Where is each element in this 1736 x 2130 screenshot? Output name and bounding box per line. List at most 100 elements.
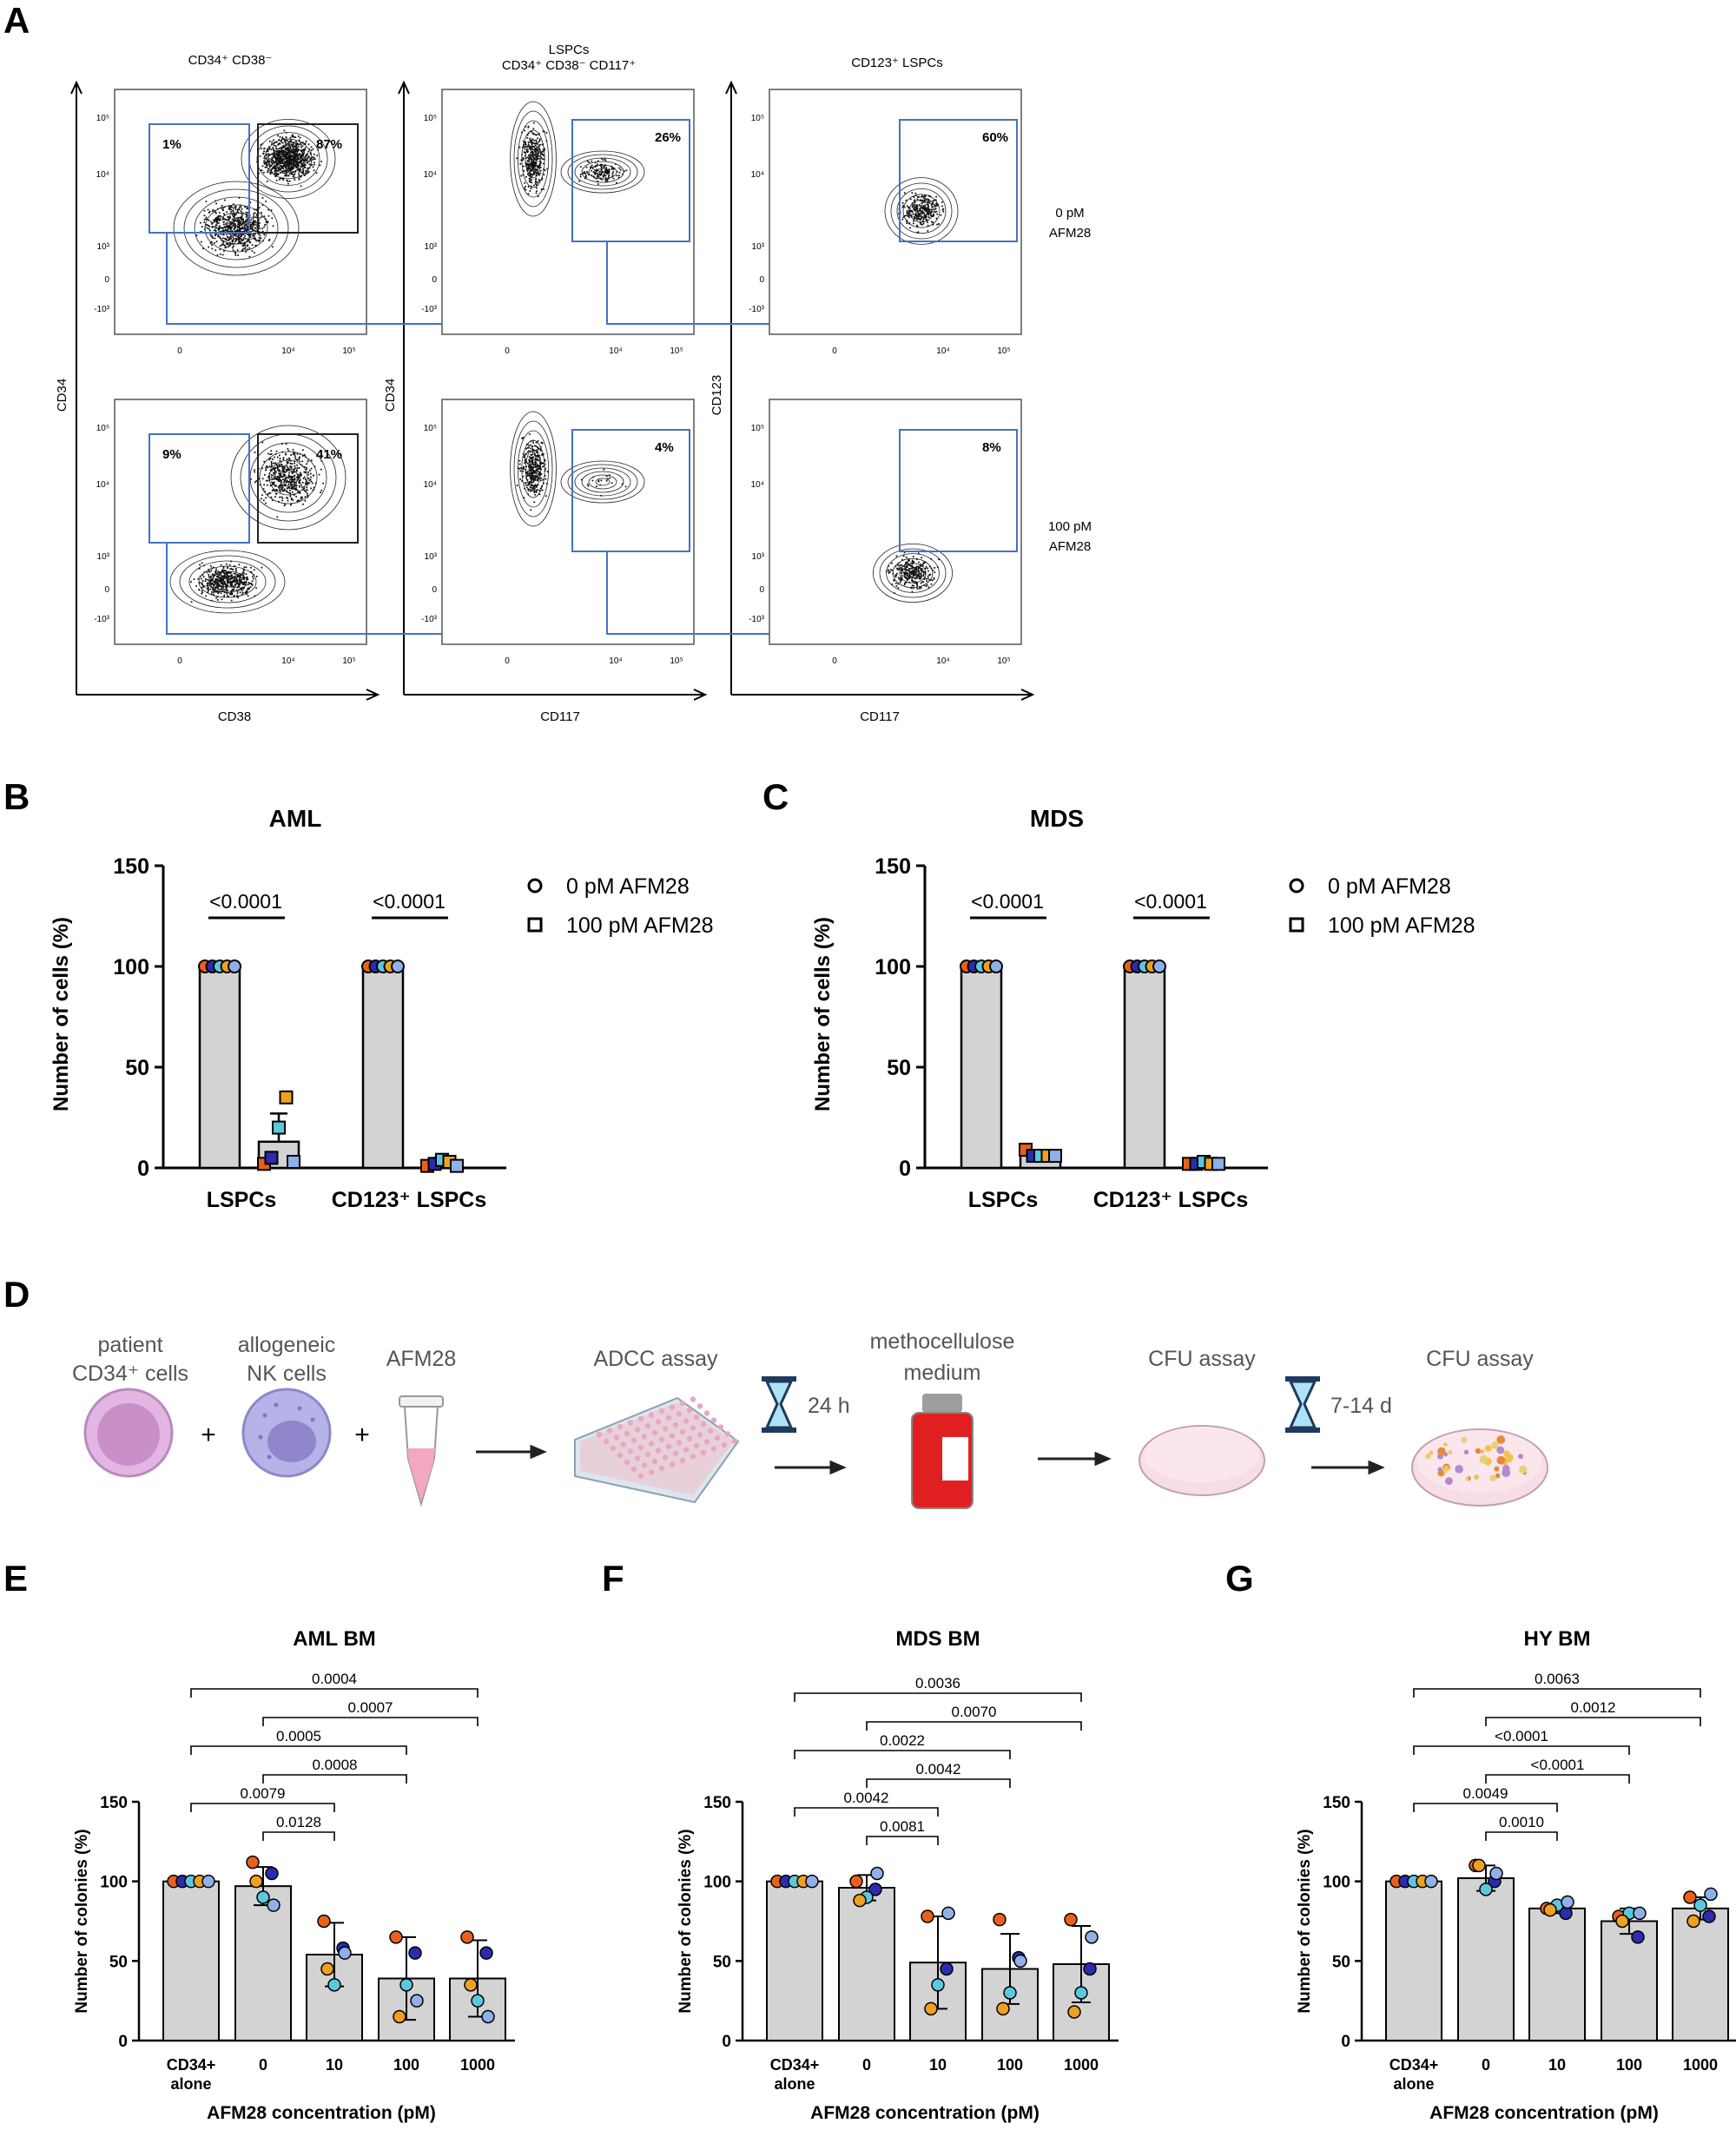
facs-event	[536, 449, 538, 452]
facs-event	[202, 576, 205, 578]
facs-event	[208, 219, 210, 221]
facs-event	[231, 240, 234, 242]
plate-well	[613, 1434, 620, 1441]
facs-event	[206, 227, 208, 229]
facs-event	[201, 590, 203, 592]
facs-event	[261, 441, 264, 444]
facs-event	[929, 200, 932, 202]
facs-event	[267, 159, 269, 162]
colony-dot	[1491, 1441, 1499, 1449]
facs-event	[279, 172, 281, 174]
facs-event	[220, 582, 222, 584]
p-value: 0.0042	[916, 1761, 961, 1777]
facs-event	[600, 479, 603, 482]
facs-event	[533, 142, 535, 144]
facs-event	[300, 156, 303, 159]
facs-event	[219, 576, 221, 578]
facs-event	[252, 216, 254, 219]
y-tick-label: 150	[113, 854, 149, 879]
facs-event	[538, 157, 541, 160]
plate-well	[665, 1415, 672, 1421]
y-tick-label: 0	[104, 585, 109, 595]
y-tick-label: 10⁴	[424, 170, 437, 180]
facs-event	[537, 155, 539, 158]
y-tick-label: 150	[100, 1794, 128, 1812]
comparison-bracket	[1485, 1831, 1558, 1841]
facs-event	[228, 223, 231, 225]
facs-event	[230, 592, 233, 595]
facs-event	[611, 173, 614, 175]
facs-event	[524, 187, 526, 189]
facs-event	[536, 134, 538, 136]
data-point	[1064, 1912, 1078, 1927]
facs-event	[922, 575, 925, 577]
facs-event	[298, 485, 300, 488]
facs-event	[908, 558, 910, 561]
y-tick-label: -10³	[749, 305, 764, 314]
facs-event	[222, 588, 225, 590]
facs-event	[261, 215, 263, 218]
facs-event	[234, 573, 237, 575]
facs-event	[292, 175, 294, 178]
facs-event	[202, 584, 204, 587]
facs-event	[533, 162, 535, 165]
facs-event	[248, 238, 250, 241]
facs-event	[527, 473, 529, 476]
facs-event	[539, 448, 542, 451]
facs-event	[215, 227, 218, 229]
facs-event	[538, 180, 540, 182]
facs-event	[522, 437, 525, 439]
facs-event	[234, 219, 237, 221]
facs-event	[534, 169, 537, 172]
facs-event	[310, 146, 313, 148]
facs-event	[530, 188, 532, 190]
nk-cell-icon	[241, 1388, 332, 1478]
x-tick-label: CD34+	[167, 2056, 216, 2074]
plate-well	[662, 1454, 669, 1461]
plate-well	[662, 1426, 669, 1432]
facs-event	[262, 499, 265, 502]
facs-event	[289, 491, 291, 494]
facs-event	[305, 468, 307, 471]
gate-connector	[166, 233, 477, 325]
facs-event	[530, 162, 532, 165]
facs-event	[532, 457, 535, 458]
p-value: 0.0063	[1535, 1671, 1580, 1687]
facs-event	[222, 209, 225, 212]
facs-event	[535, 147, 538, 149]
facs-event	[900, 571, 902, 574]
facs-event	[919, 572, 921, 575]
plate-well	[693, 1414, 700, 1421]
facs-event	[249, 228, 252, 230]
facs-event	[296, 161, 299, 163]
bar	[234, 1885, 292, 2042]
facs-contour	[525, 139, 542, 179]
y-tick-label: -10³	[749, 615, 764, 624]
facs-event	[911, 578, 914, 581]
p-value: 0.0004	[312, 1671, 357, 1687]
facs-event	[915, 583, 918, 585]
facs-event	[579, 175, 582, 178]
facs-event	[283, 504, 286, 507]
facs-event	[905, 214, 908, 217]
facs-event	[914, 203, 915, 206]
facs-event	[238, 241, 240, 244]
facs-event	[228, 244, 231, 247]
facs-event	[309, 158, 312, 161]
facs-event	[285, 154, 287, 156]
facs-event	[529, 488, 531, 491]
facs-event	[238, 578, 241, 580]
x-axis-label: AFM28 concentration (pM)	[810, 2103, 1040, 2123]
facs-event	[233, 572, 235, 575]
facs-event	[526, 156, 529, 159]
facs-event	[930, 221, 933, 223]
facs-event	[279, 496, 281, 498]
facs-event	[219, 215, 221, 217]
facs-event	[215, 202, 218, 205]
facs-event	[263, 460, 266, 463]
facs-event	[216, 573, 219, 576]
cd34-cell-icon	[83, 1388, 174, 1478]
panel-letter-b: B	[3, 776, 30, 817]
facs-event	[906, 222, 908, 225]
facs-event	[221, 598, 223, 601]
